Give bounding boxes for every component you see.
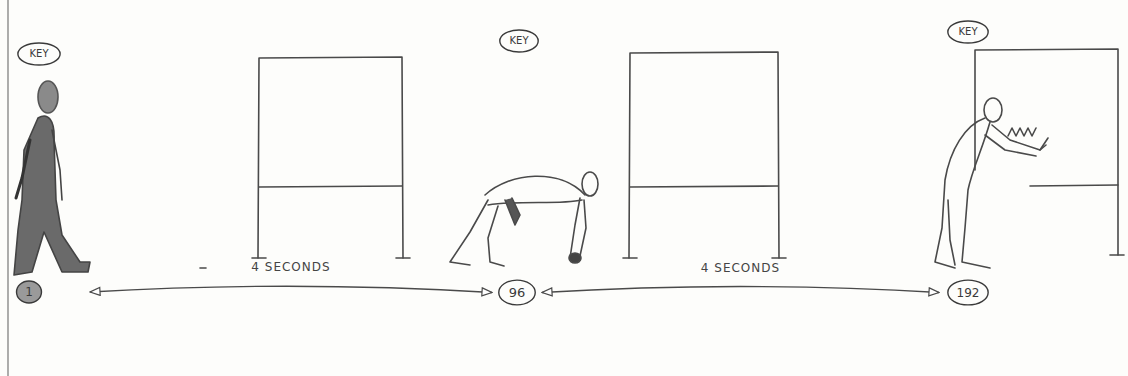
frame-number: 96 [498, 279, 536, 306]
key-label-oval: KEY [947, 20, 989, 44]
pencil-mark [200, 267, 206, 269]
easel-board [252, 57, 410, 258]
margin-line [7, 0, 8, 376]
frame-number: 192 [947, 279, 989, 306]
timing-arrow [542, 287, 939, 293]
easel-board [623, 52, 786, 258]
walking-figure [14, 81, 90, 275]
node-text: KEY [959, 27, 978, 37]
timing-arrow [90, 286, 492, 292]
node-text: KEY [30, 49, 49, 59]
frame-number: 1 [16, 280, 42, 304]
node-text: KEY [510, 36, 529, 46]
duration-label: 4 SECONDS [701, 261, 780, 275]
node-text: 192 [957, 287, 980, 299]
node-text: 1 [25, 286, 33, 298]
key-label-oval: KEY [499, 29, 539, 53]
easel-board [975, 49, 1124, 255]
crouching-figure [450, 172, 598, 266]
key-label-oval: KEY [17, 42, 61, 66]
drawing-figure [935, 98, 1048, 268]
node-text: 96 [509, 286, 526, 299]
duration-label: 4 SECONDS [251, 260, 330, 274]
